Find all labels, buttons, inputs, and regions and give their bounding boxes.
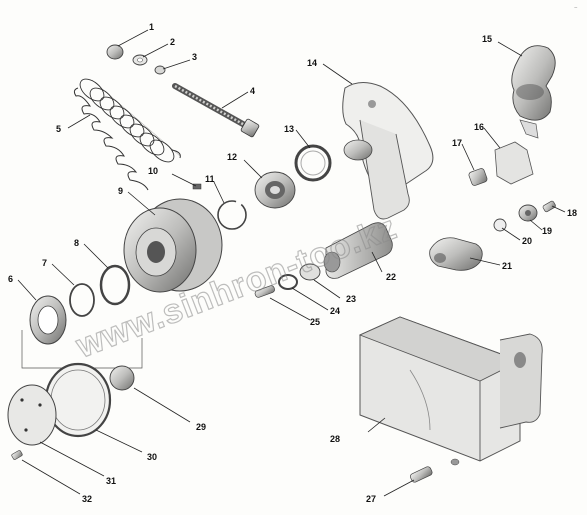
callout-21: 21 [502, 261, 512, 271]
callout-27: 27 [366, 494, 376, 504]
callout-8: 8 [74, 238, 79, 248]
part-15-valve-head [511, 45, 556, 139]
callout-29: 29 [196, 422, 206, 432]
part-27-bolt [409, 458, 460, 483]
part-18-screw [542, 200, 556, 213]
part-13-sealing-ring [294, 144, 332, 182]
callout-3: 3 [192, 52, 197, 62]
part-9-pulley [123, 198, 223, 293]
callout-4: 4 [250, 86, 255, 96]
callout-31: 31 [106, 476, 116, 486]
callout-28: 28 [330, 434, 340, 444]
callout-11: 11 [205, 174, 215, 184]
callout-18: 18 [567, 208, 577, 218]
callout-9: 9 [118, 186, 123, 196]
callout-7: 7 [42, 258, 47, 268]
callout-19: 19 [542, 226, 552, 236]
part-1-cap-nut [106, 44, 124, 60]
callout-2: 2 [170, 37, 175, 47]
callout-32: 32 [82, 494, 92, 504]
part-7-ring [69, 283, 95, 317]
callout-23: 23 [346, 294, 356, 304]
callout-6: 6 [8, 274, 13, 284]
part-17-nipple [468, 168, 488, 186]
part-23-bushing [299, 263, 321, 281]
part-8-ring [99, 264, 131, 306]
callout-25: 25 [310, 317, 320, 327]
part-24-o-ring [278, 274, 298, 290]
part-31-cover [7, 384, 57, 446]
callout-22: 22 [386, 272, 396, 282]
part-19-nut [518, 204, 538, 222]
watermark: www.sinhron-too.kz [70, 208, 402, 366]
callout-10: 10 [148, 166, 158, 176]
leader-lines [17, 29, 566, 497]
callout-5: 5 [56, 124, 61, 134]
callout-12: 12 [227, 152, 237, 162]
part-28-mounting-bracket [358, 316, 543, 462]
part-5-spring [73, 78, 181, 191]
part-32-screw [11, 450, 23, 460]
callout-17: 17 [452, 138, 462, 148]
part-3-small-washer [154, 65, 166, 75]
callout-labels: 1 2 3 4 5 6 7 8 9 10 11 12 13 14 15 16 1… [8, 22, 577, 504]
corner-mark: – [574, 3, 578, 11]
callout-14: 14 [307, 58, 317, 68]
part-12-bearing [254, 171, 296, 209]
callout-24: 24 [330, 306, 340, 316]
callout-1: 1 [149, 22, 154, 32]
callout-30: 30 [147, 452, 157, 462]
callout-13: 13 [284, 124, 294, 134]
part-10-key [192, 183, 202, 190]
callout-15: 15 [482, 34, 492, 44]
callout-20: 20 [522, 236, 532, 246]
part-30-gasket [44, 362, 112, 438]
part-22-shaft [323, 222, 393, 279]
part-2-washer [132, 54, 148, 66]
part-21-valve-body [429, 237, 483, 271]
part-11-snap-ring [217, 200, 247, 230]
part-16-fitting [494, 141, 534, 185]
part-20-washer [493, 218, 507, 232]
part-14-housing [342, 82, 434, 220]
callout-16: 16 [474, 122, 484, 132]
part-25-pin [254, 285, 275, 298]
part-29-nut [109, 365, 135, 391]
part-6-bearing-cup [29, 295, 67, 345]
part-4-bolt [172, 83, 260, 138]
